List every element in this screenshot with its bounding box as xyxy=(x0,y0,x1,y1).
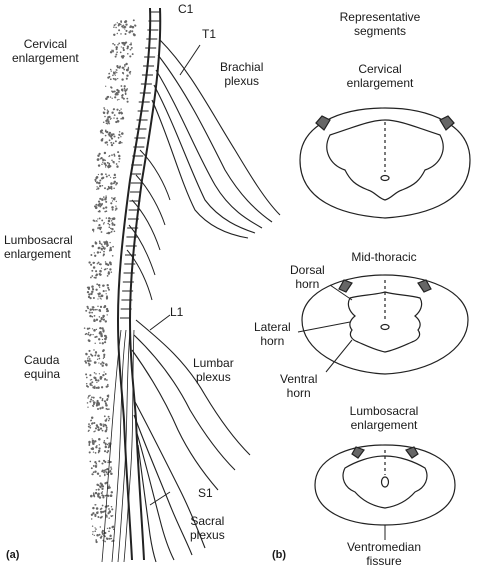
segment-ladder xyxy=(119,11,161,319)
label-t1: T1 xyxy=(202,27,217,41)
label-ventromedian-fissure: Ventromedian fissure xyxy=(346,540,422,568)
header-representative-segments: Representative segments xyxy=(339,10,421,38)
spinal-cord xyxy=(116,7,162,561)
brachial-plexus-nerves xyxy=(151,39,281,239)
label-dorsal-horn: Dorsal horn xyxy=(290,263,325,291)
panel-a-tag: (a) xyxy=(6,549,20,561)
label-c1: C1 xyxy=(178,2,194,16)
title-lumbosacral-enlargement: Lumbosacral enlargement xyxy=(349,404,419,432)
sacral-plexus-nerves xyxy=(133,399,206,563)
cauda-equina-fibers xyxy=(101,329,135,563)
label-sacral-plexus: Sacral plexus xyxy=(190,514,225,542)
callout-lines-a xyxy=(149,44,201,506)
label-s1: S1 xyxy=(198,486,213,500)
label-lumbosacral-enlargement: Lumbosacral enlargement xyxy=(4,233,73,261)
label-lateral-horn: Lateral horn xyxy=(254,320,291,348)
label-brachial-plexus: Brachial plexus xyxy=(220,60,264,88)
title-midthoracic: Mid-thoracic xyxy=(351,250,417,264)
label-lumbar-plexus: Lumbar plexus xyxy=(193,356,234,384)
label-cauda-equina: Cauda equina xyxy=(24,353,61,381)
label-cervical-enlargement: Cervical enlargement xyxy=(12,37,79,65)
vertebral-column xyxy=(83,19,137,544)
label-l1: L1 xyxy=(170,305,184,319)
label-ventral-horn: Ventral horn xyxy=(280,372,318,400)
section-midthoracic xyxy=(301,274,469,375)
section-lumbosacral xyxy=(314,444,456,526)
panel-b-tag: (b) xyxy=(272,549,287,561)
title-cervical-enlargement: Cervical enlargement xyxy=(346,62,414,90)
section-cervical xyxy=(299,107,471,219)
thoracic-nerves xyxy=(126,149,171,301)
callout-lines-b xyxy=(297,284,386,540)
lumbar-plexus-nerves xyxy=(131,319,251,491)
